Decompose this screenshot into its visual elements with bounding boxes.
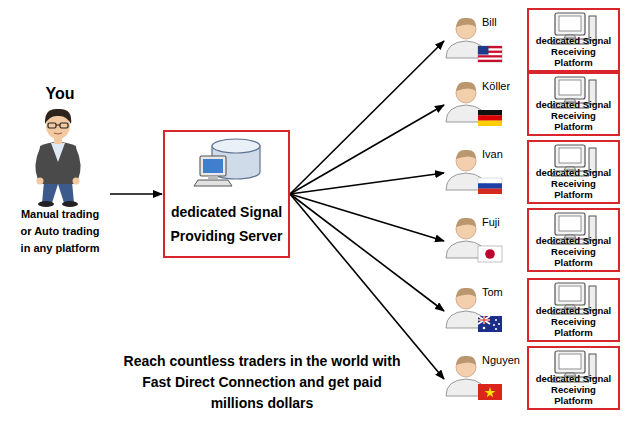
trader-node: Fuji [445, 212, 525, 270]
platform-label: dedicated Signal Receiving Platform [531, 99, 616, 132]
person-figure [35, 109, 80, 207]
flag-germany [478, 110, 502, 126]
trader-name: Tom [482, 286, 525, 299]
flag-russia [478, 178, 502, 194]
flag-australia [478, 316, 502, 332]
platform-label: dedicated Signal Receiving Platform [531, 35, 616, 68]
arrow-connector [290, 194, 444, 311]
trader-node: Köller [445, 76, 525, 134]
trader-icons [446, 18, 486, 396]
platform-label: dedicated Signal Receiving Platform [531, 373, 616, 406]
flag-vietnam [478, 384, 502, 400]
platform-box: dedicated Signal Receiving Platform [527, 278, 620, 342]
heading-text: You [45, 84, 74, 104]
slogan-text: Reach countless traders in the world wit… [123, 351, 401, 414]
arrow-connector [290, 194, 444, 379]
caption-text: Manual trading or Auto trading in any pl… [15, 206, 105, 257]
server-box: dedicated Signal Providing Server [163, 130, 290, 258]
platform-box: dedicated Signal Receiving Platform [527, 8, 620, 72]
flag-usa [478, 46, 502, 62]
flag-japan [478, 246, 502, 262]
platform-box: dedicated Signal Receiving Platform [527, 208, 620, 272]
trader-node: Ivan [445, 144, 525, 202]
platform-box: dedicated Signal Receiving Platform [527, 346, 620, 410]
arrow-connector [110, 193, 162, 195]
platform-label: dedicated Signal Receiving Platform [531, 235, 616, 268]
trader-node: Nguyen [445, 350, 525, 408]
trader-name: Bill [482, 16, 525, 29]
platform-box: dedicated Signal Receiving Platform [527, 140, 620, 204]
trader-name: Fuji [482, 216, 525, 229]
arrow-connector [290, 194, 444, 241]
server-label: dedicated Signal Providing Server [168, 200, 285, 248]
platform-box: dedicated Signal Receiving Platform [527, 72, 620, 136]
person-node: YouManual trading or Auto trading in any… [10, 84, 110, 257]
trader-name: Köller [482, 80, 525, 93]
trader-name: Nguyen [482, 354, 525, 367]
trader-name: Ivan [482, 148, 525, 161]
arrow-connector [290, 105, 444, 194]
trader-node: Tom [445, 282, 525, 340]
arrow-connector [290, 173, 444, 194]
trader-node: Bill [445, 12, 525, 70]
platform-label: dedicated Signal Receiving Platform [531, 305, 616, 338]
arrow-connector [290, 41, 444, 194]
server-icon [194, 139, 260, 186]
platform-label: dedicated Signal Receiving Platform [531, 167, 616, 200]
